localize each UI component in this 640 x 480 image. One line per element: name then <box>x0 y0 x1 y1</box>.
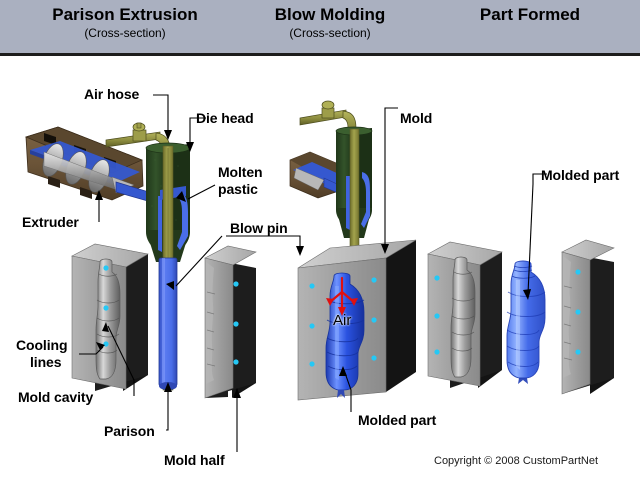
header-title-blow-molding: Blow Molding <box>274 5 386 24</box>
label-mold-half: Mold half <box>164 452 225 468</box>
header-title-part-formed: Part Formed <box>479 5 581 24</box>
die-head-assembly <box>145 142 191 391</box>
cooling-dots-panel3-left <box>434 275 440 355</box>
label-cooling-lines-line2: lines <box>30 354 62 370</box>
mold-half-right-panel1 <box>204 245 257 399</box>
label-parison: Parison <box>104 423 155 439</box>
parison-tube <box>158 257 178 390</box>
label-blow-pin: Blow pin <box>230 220 288 236</box>
header-band <box>0 0 640 56</box>
label-mold-cavity: Mold cavity <box>18 389 94 405</box>
cooling-dots-panel1 <box>103 265 239 365</box>
header-subtitle-parison-extrusion: (Cross-section) <box>84 26 166 40</box>
air-hose-assembly <box>105 122 171 161</box>
header-column-parison-extrusion: Parison Extrusion (Cross-section) <box>10 4 240 41</box>
leader-arrowheads <box>95 130 531 398</box>
cooling-dots-panel3-right <box>575 269 581 355</box>
label-molded-part-right: Molded part <box>541 167 620 183</box>
extruder-assembly <box>24 126 163 206</box>
label-air-hose: Air hose <box>84 86 140 102</box>
label-die-head: Die head <box>196 110 254 126</box>
label-mold: Mold <box>400 110 433 126</box>
label-molded-part-center: Molded part <box>358 412 437 428</box>
die-head-assembly-panel2 <box>289 100 373 278</box>
mold-half-left-panel3 <box>427 241 503 388</box>
mold-half-right-panel3 <box>561 239 615 395</box>
header-column-part-formed: Part Formed <box>430 4 630 25</box>
label-air: Air <box>333 312 352 329</box>
leader-lines <box>79 94 547 452</box>
label-molten-plastic-line2: pastic <box>218 181 258 197</box>
header-title-parison-extrusion: Parison Extrusion <box>52 5 198 24</box>
copyright-notice: Copyright © 2008 CustomPartNet <box>434 455 599 467</box>
label-cooling-lines-line1: Cooling <box>16 337 68 353</box>
closed-mold-panel2 <box>297 239 417 401</box>
header-subtitle-blow-molding: (Cross-section) <box>289 26 371 40</box>
mold-half-left-panel1 <box>71 243 149 391</box>
label-extruder: Extruder <box>22 214 79 230</box>
label-molten-plastic-line1: Molten <box>218 164 263 180</box>
molded-bottle-part <box>506 260 546 384</box>
header-column-blow-molding: Blow Molding (Cross-section) <box>240 4 420 41</box>
air-flow-arrows <box>328 276 356 314</box>
